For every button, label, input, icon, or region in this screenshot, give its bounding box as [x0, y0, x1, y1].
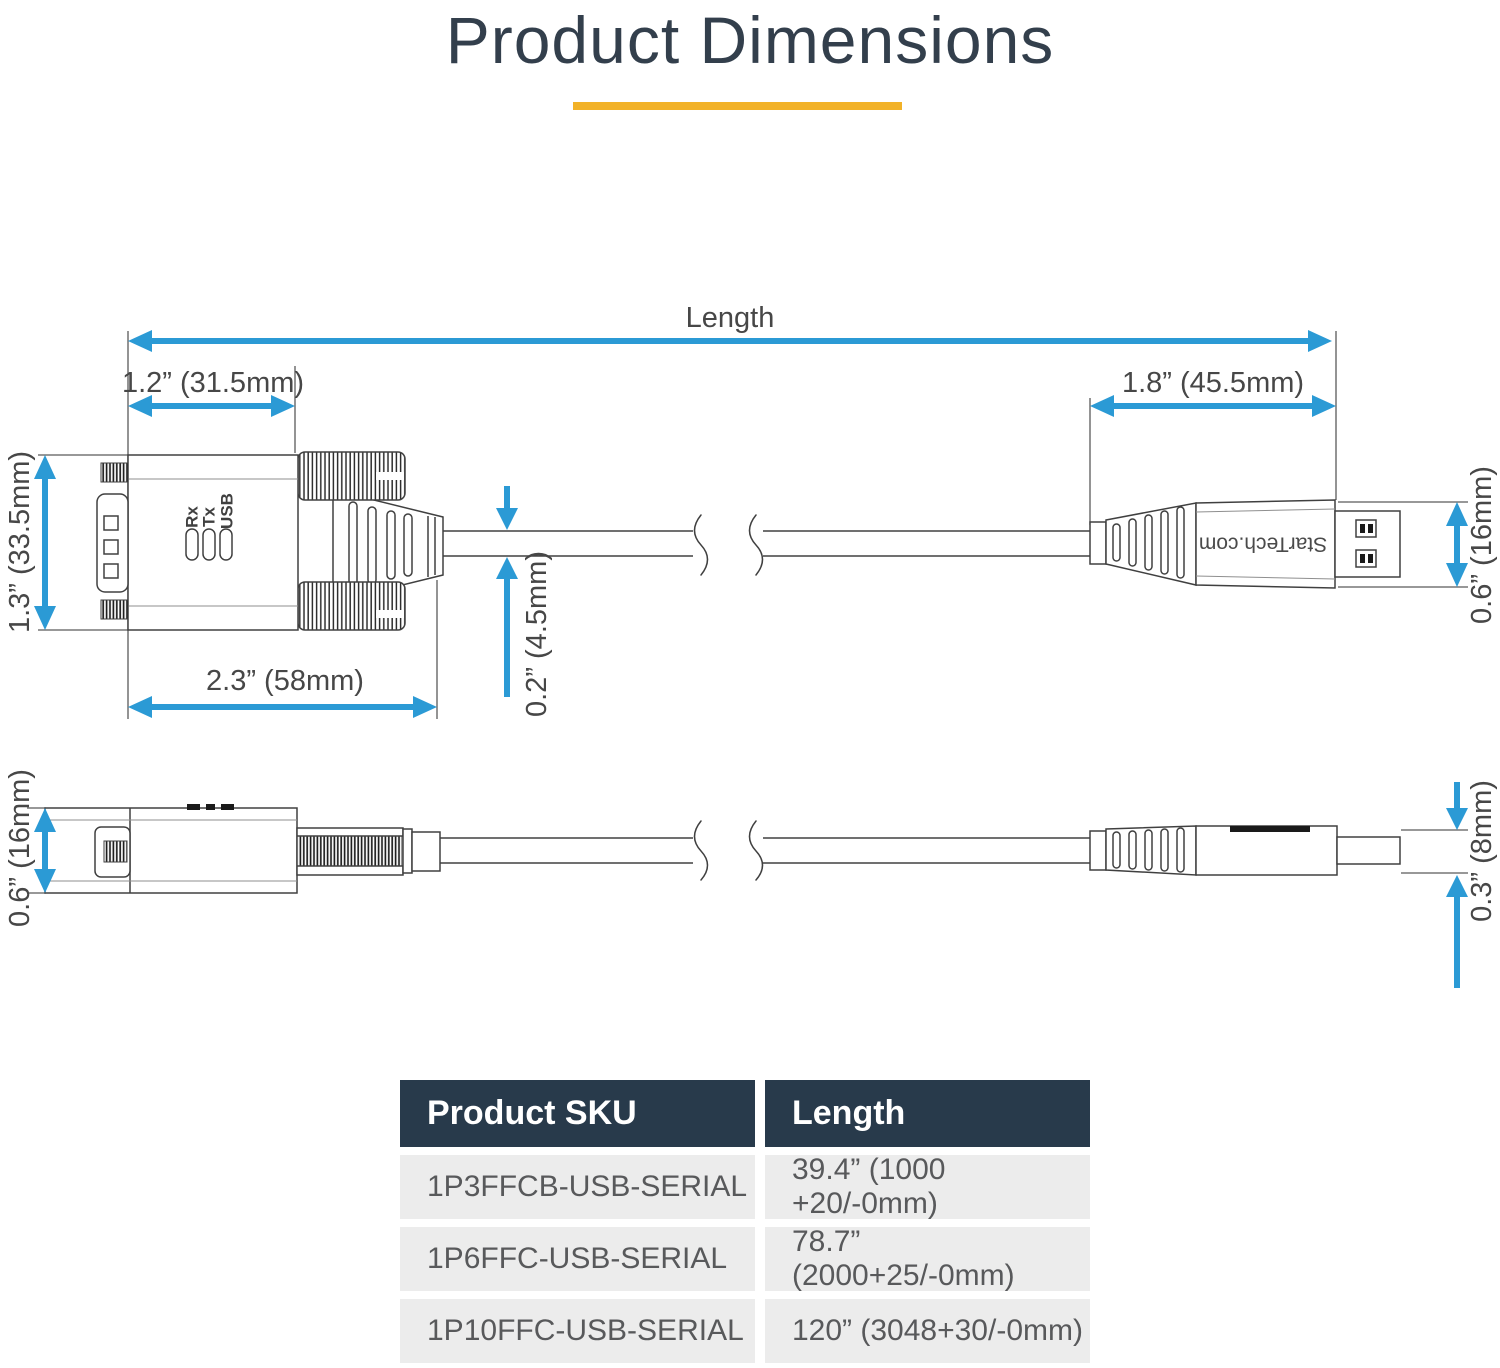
- header: Product Dimensions: [0, 0, 1500, 110]
- dim-usb-width-label: 1.8” (45.5mm): [1122, 367, 1304, 399]
- dim-length-label: Length: [686, 302, 775, 334]
- cable-side-view: [440, 820, 1090, 881]
- table-cell-sku-3: 1P10FFC-USB-SERIAL: [400, 1299, 755, 1363]
- dim-cable-diameter-label: 0.2” (4.5mm): [521, 551, 553, 717]
- table-cell-length-2: 78.7” (2000+25/-0mm): [765, 1225, 1090, 1292]
- led-label-tx: Tx: [200, 507, 219, 527]
- usb-connector-side-view: [1089, 825, 1401, 876]
- dimension-diagram: Rx Tx USB StarTec: [4, 302, 1498, 988]
- table-cell-length-3: 120” (3048+30/-0mm): [765, 1299, 1090, 1363]
- table-cell-sku-2: 1P6FFC-USB-SERIAL: [400, 1227, 755, 1291]
- usb-connector-top-view: StarTech.com: [1089, 499, 1401, 589]
- dim-side-connector-height-label: 0.6” (16mm): [4, 769, 36, 927]
- dim-connector-height: 1.3” (33.5mm): [4, 451, 56, 633]
- table-header-length: Length: [765, 1080, 1090, 1147]
- led-label-usb: USB: [218, 493, 237, 529]
- brand-print: StarTech.com: [1199, 533, 1327, 556]
- dim-connector-width-label: 1.2” (31.5mm): [122, 367, 304, 399]
- title-underline: [573, 102, 902, 110]
- dim-connector-width: 1.2” (31.5mm): [122, 367, 304, 417]
- sku-table: Product SKU Length 1P3FFCB-USB-SERIAL 39…: [400, 1080, 1090, 1363]
- table-cell-sku-1: 1P3FFCB-USB-SERIAL: [400, 1155, 755, 1219]
- dim-connector-height-label: 1.3” (33.5mm): [4, 451, 36, 633]
- dim-length: Length: [128, 302, 1332, 352]
- dim-usb-height-label: 0.6” (16mm): [1466, 466, 1498, 624]
- dim-side-usb-height-label: 0.3” (8mm): [1466, 780, 1498, 922]
- db9-connector-side-view: [44, 804, 441, 894]
- table-cell-length-1: 39.4” (1000 +20/-0mm): [765, 1153, 1090, 1220]
- dim-side-usb-height: 0.3” (8mm): [1446, 780, 1498, 988]
- cable-top-view: [443, 514, 1090, 576]
- dim-usb-height: 0.6” (16mm): [1446, 466, 1498, 624]
- dim-side-connector-height: 0.6” (16mm): [4, 769, 56, 927]
- led-label-rx: Rx: [183, 506, 202, 528]
- dim-connector-length-label: 2.3” (58mm): [206, 665, 364, 697]
- dim-cable-diameter: 0.2” (4.5mm): [496, 486, 553, 717]
- db9-connector-top-view: Rx Tx USB: [96, 451, 444, 631]
- dim-usb-width: 1.8” (45.5mm): [1090, 367, 1336, 417]
- page-title: Product Dimensions: [445, 3, 1055, 77]
- dim-connector-length: 2.3” (58mm): [128, 665, 437, 718]
- table-header-product-sku: Product SKU: [400, 1080, 755, 1147]
